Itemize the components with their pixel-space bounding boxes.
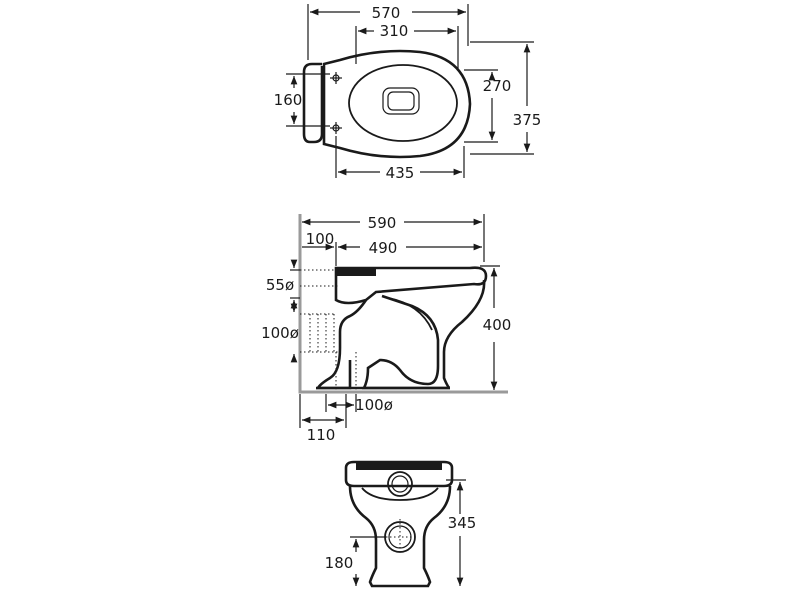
- side-wall-offset-label: 100: [306, 230, 335, 248]
- top-seat-hole-length-label: 310: [380, 22, 409, 40]
- side-bowl-projection-label: 490: [369, 239, 398, 257]
- front-view-outline: [344, 460, 454, 588]
- side-overall-length-label: 590: [368, 214, 397, 232]
- front-view: 345 180: [325, 460, 477, 588]
- top-overall-width-label: 375: [513, 111, 542, 129]
- top-hinge-spacing-label: 160: [274, 91, 303, 109]
- top-view-outline: [302, 49, 472, 159]
- front-dimension-lines: [350, 479, 466, 586]
- top-overall-length-label: 570: [372, 4, 401, 22]
- top-bowl-length-label: 435: [386, 164, 415, 182]
- top-dimension-lines: [286, 4, 534, 178]
- side-outlet-diameter-label: 100ø: [261, 324, 299, 342]
- top-bowl-width-label: 270: [483, 77, 512, 95]
- side-view-outline: [300, 266, 488, 392]
- front-height-label: 345: [448, 514, 477, 532]
- side-dimension-lines: [290, 214, 500, 428]
- side-inlet-diameter-label: 55ø: [266, 276, 294, 294]
- wall-and-floor: [298, 214, 508, 394]
- top-view: 570 310 160 270 375 435: [274, 4, 542, 182]
- side-floor-outlet-diameter-label: 100ø: [355, 396, 393, 414]
- front-outlet-height-label: 180: [325, 554, 354, 572]
- side-height-label: 400: [483, 316, 512, 334]
- side-floor-outlet-offset-label: 110: [307, 426, 336, 444]
- side-view: 590 100 490 55ø 100ø 400 100ø 110: [261, 214, 511, 444]
